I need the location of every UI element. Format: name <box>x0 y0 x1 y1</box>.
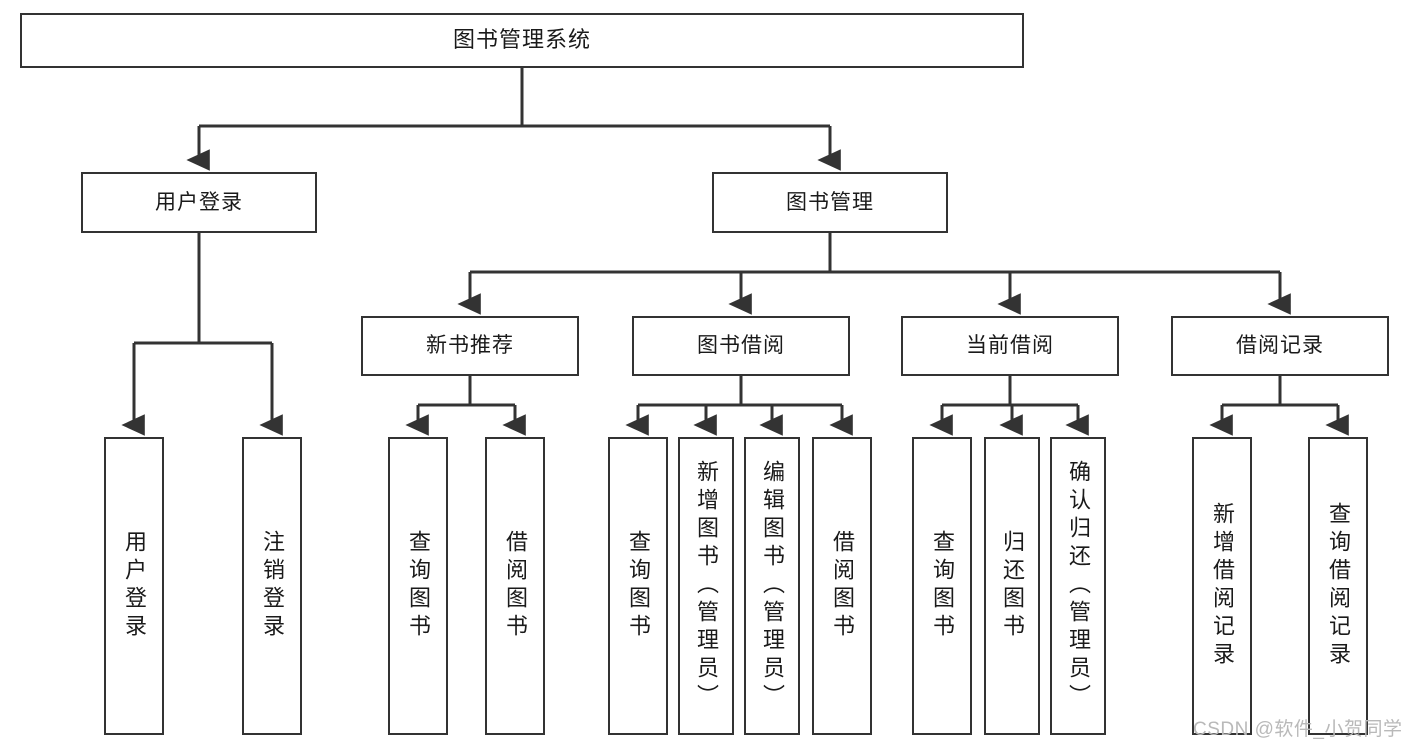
node-label: 借阅记录 <box>1236 334 1324 358</box>
csdn-watermark: CSDN @软件_小贺同学 <box>1193 719 1403 740</box>
node-leaf-borrow-book[interactable]: 借阅图书 <box>812 437 872 735</box>
node-label: 图书借阅 <box>697 334 785 358</box>
node-label: 归还图书 <box>1000 530 1025 642</box>
node-current-borrow[interactable]: 当前借阅 <box>901 316 1119 376</box>
node-leaf-query-book-cur[interactable]: 查询图书 <box>912 437 972 735</box>
node-label: 当前借阅 <box>966 334 1054 358</box>
node-leaf-borrow-book-rec[interactable]: 借阅图书 <box>485 437 545 735</box>
node-label: 确认归还（管理员） <box>1066 460 1091 712</box>
node-label: 编辑图书（管理员） <box>760 460 785 712</box>
node-book-borrow[interactable]: 图书借阅 <box>632 316 850 376</box>
node-label: 查询图书 <box>406 530 431 642</box>
node-label: 用户登录 <box>155 190 243 214</box>
node-new-book-rec[interactable]: 新书推荐 <box>361 316 579 376</box>
node-leaf-add-record[interactable]: 新增借阅记录 <box>1192 437 1252 735</box>
node-leaf-query-record[interactable]: 查询借阅记录 <box>1308 437 1368 735</box>
node-label: 借阅图书 <box>503 530 528 642</box>
node-leaf-user-login[interactable]: 用户登录 <box>104 437 164 735</box>
node-label: 注销登录 <box>260 530 285 642</box>
node-book-manage[interactable]: 图书管理 <box>712 172 948 233</box>
node-leaf-user-logout[interactable]: 注销登录 <box>242 437 302 735</box>
node-label: 查询图书 <box>930 530 955 642</box>
node-leaf-query-book-borrow[interactable]: 查询图书 <box>608 437 668 735</box>
node-leaf-add-book[interactable]: 新增图书（管理员） <box>678 437 734 735</box>
node-label: 图书管理 <box>786 190 874 214</box>
node-borrow-record[interactable]: 借阅记录 <box>1171 316 1389 376</box>
node-user-login[interactable]: 用户登录 <box>81 172 317 233</box>
node-label: 查询图书 <box>626 530 651 642</box>
node-leaf-confirm-return[interactable]: 确认归还（管理员） <box>1050 437 1106 735</box>
node-label: 查询借阅记录 <box>1326 502 1351 670</box>
node-label: 借阅图书 <box>830 530 855 642</box>
node-leaf-query-book-rec[interactable]: 查询图书 <box>388 437 448 735</box>
node-label: 新增借阅记录 <box>1210 502 1235 670</box>
node-label: 图书管理系统 <box>452 27 591 53</box>
root-node[interactable]: 图书管理系统 <box>20 13 1024 68</box>
node-label: 用户登录 <box>122 530 147 642</box>
node-leaf-return-book[interactable]: 归还图书 <box>984 437 1040 735</box>
node-label: 新增图书（管理员） <box>694 460 719 712</box>
node-label: 新书推荐 <box>426 334 514 358</box>
node-leaf-edit-book[interactable]: 编辑图书（管理员） <box>744 437 800 735</box>
